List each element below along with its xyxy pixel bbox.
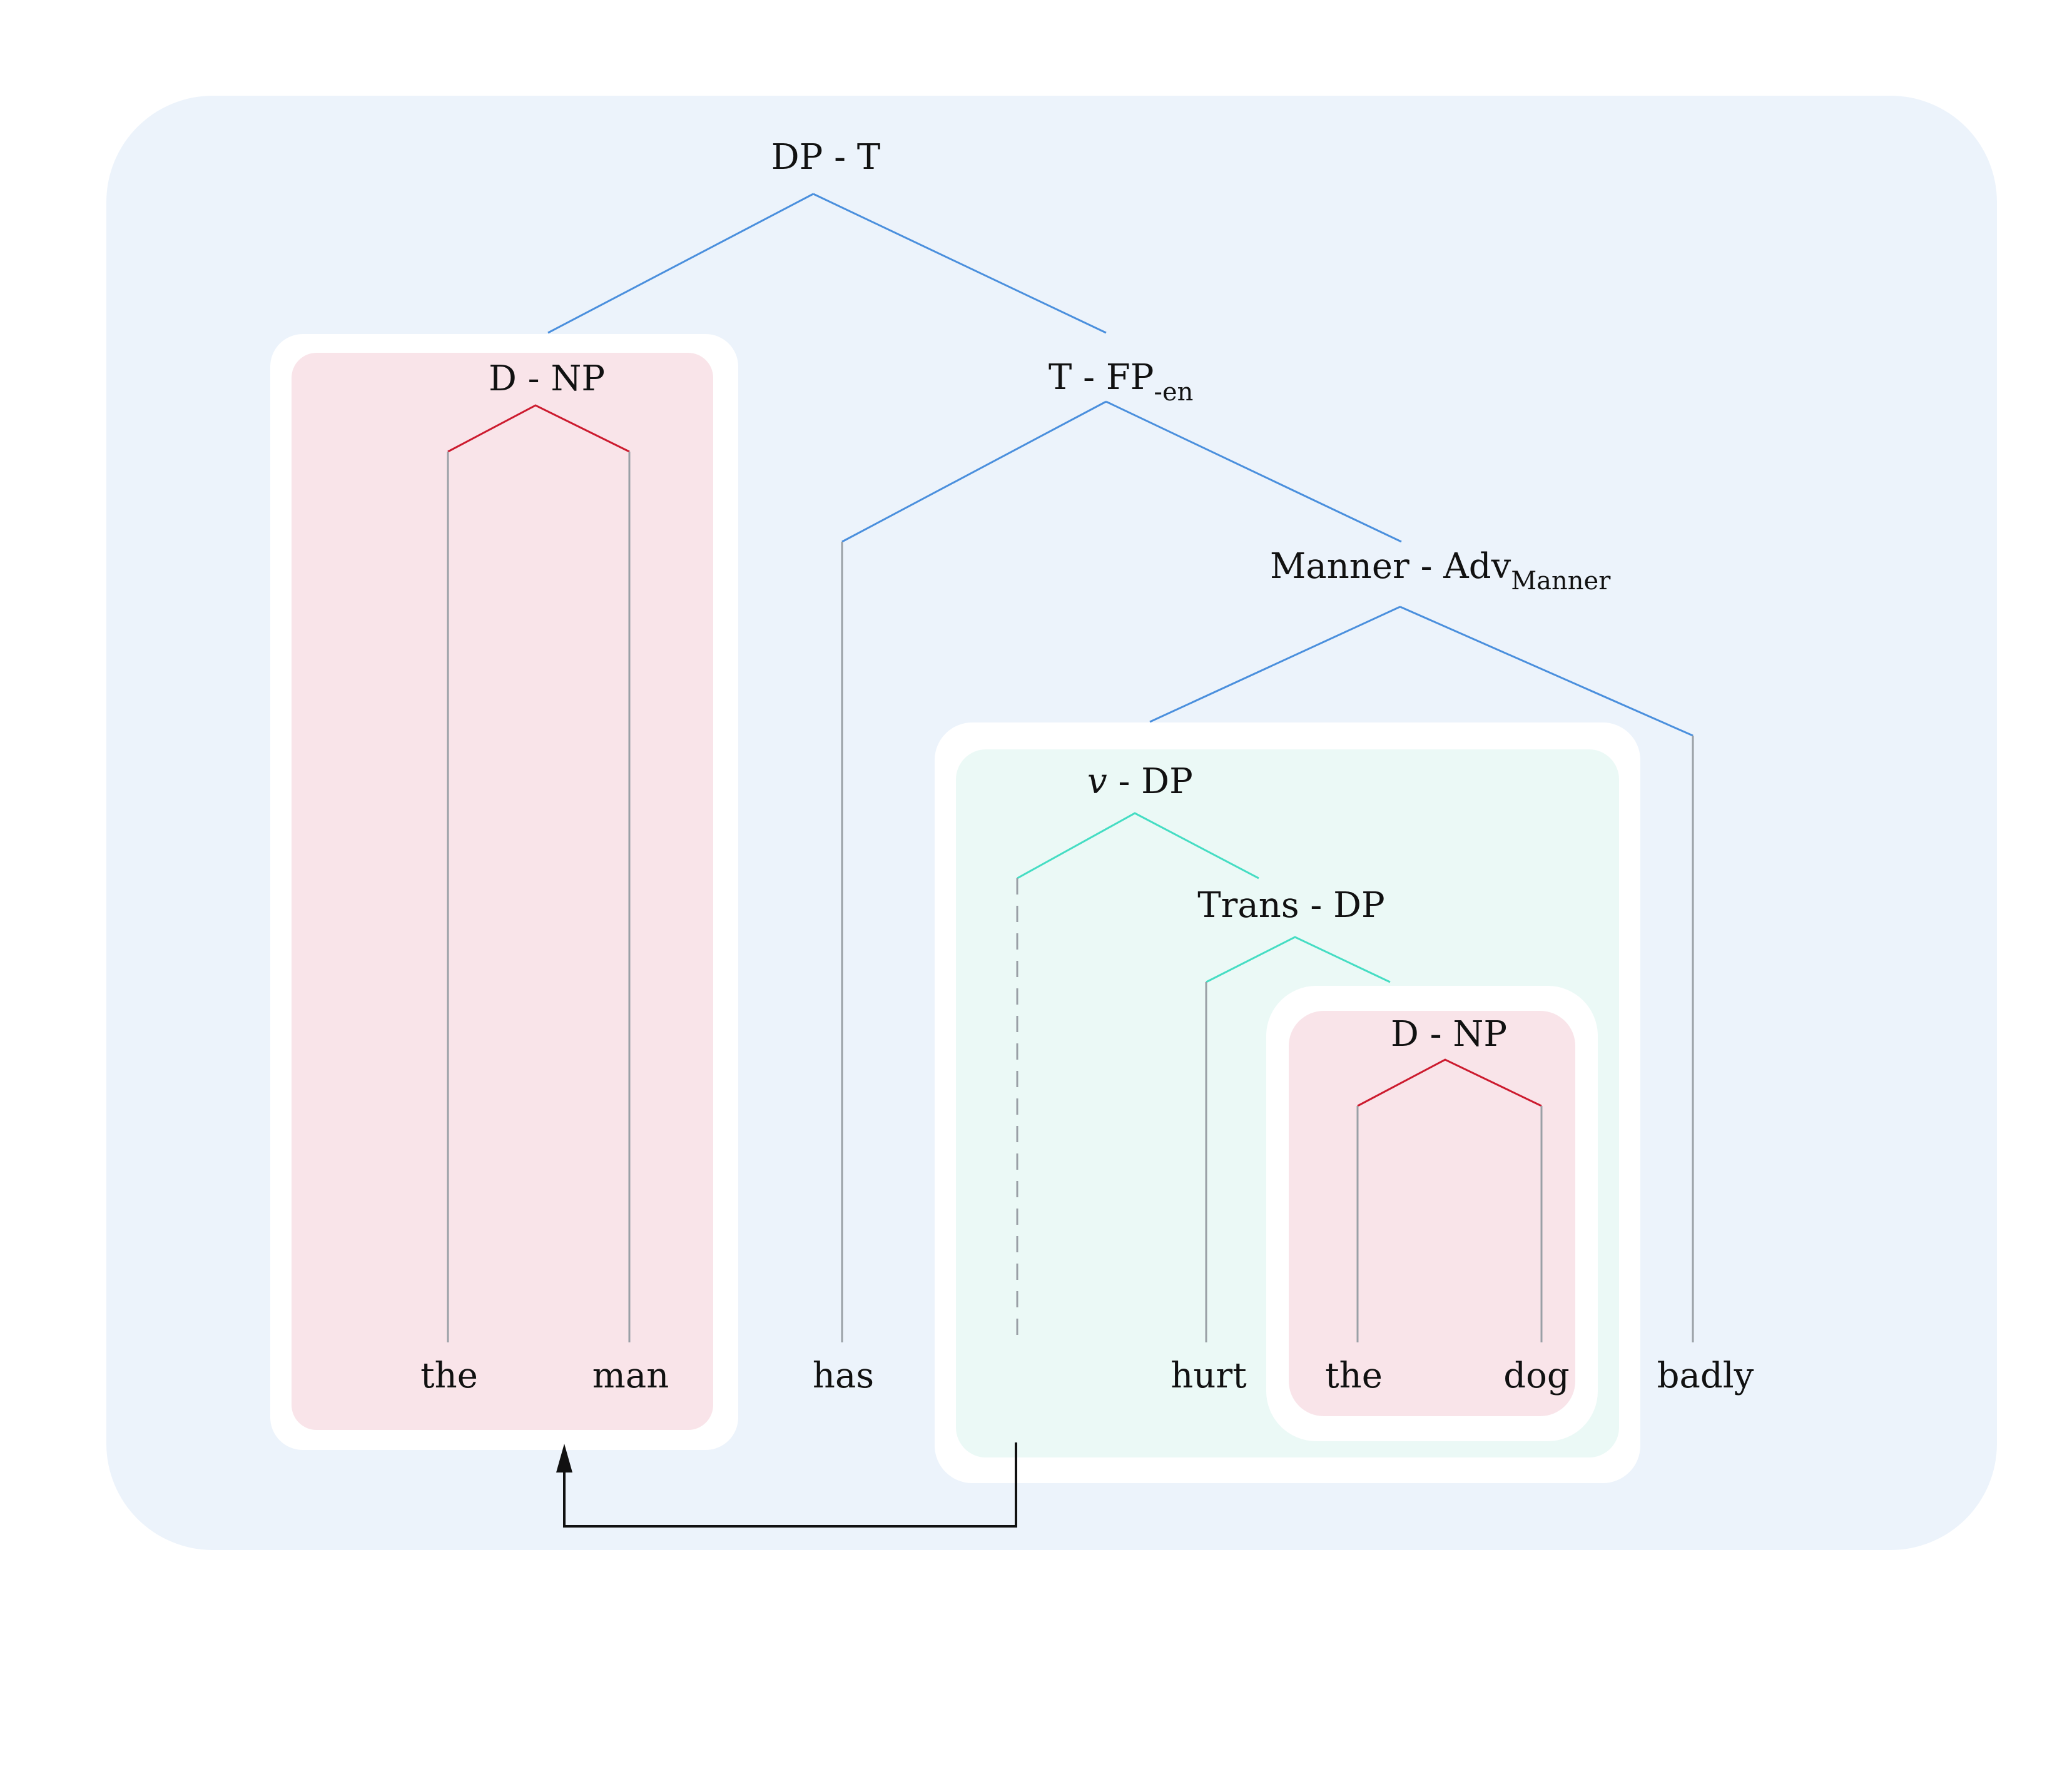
tfp-label-sub: -en <box>1154 378 1193 407</box>
word-dog: dog <box>1503 1356 1569 1396</box>
word-the-2: the <box>1325 1356 1383 1396</box>
movement-arrow <box>556 1442 1017 1528</box>
vdp-label: v - DP <box>1087 761 1193 802</box>
trans-label: Trans - DP <box>1197 885 1384 926</box>
word-man: man <box>592 1356 669 1396</box>
word-badly: badly <box>1657 1356 1754 1396</box>
word-the-1: the <box>420 1356 478 1396</box>
manner-label-sub: Manner <box>1511 567 1611 596</box>
manner-to-vdp-branch <box>1149 606 1401 723</box>
inner-dnp-box <box>1289 1011 1575 1416</box>
trans-branch <box>1206 936 1391 983</box>
root-label: DP - T <box>771 137 880 178</box>
root-to-dnp-branch <box>547 193 814 334</box>
manner-label: Manner - AdvManner <box>1270 546 1611 596</box>
tfp-label: T - FP-en <box>1049 357 1193 407</box>
dnp-label: D - NP <box>489 358 605 399</box>
vdp-branch <box>1017 812 1259 879</box>
tfp-to-has-branch <box>841 400 1107 543</box>
dnp-box <box>292 353 713 1430</box>
manner-to-badly-branch <box>1399 606 1694 737</box>
word-has: has <box>813 1356 874 1396</box>
root-to-tfp-branch <box>813 193 1107 334</box>
vdp-label-rest: - DP <box>1107 761 1193 802</box>
inner-dnp-label: D - NP <box>1391 1014 1507 1055</box>
dnp-branch <box>447 404 630 453</box>
inner-dnp-branch <box>1357 1058 1542 1107</box>
manner-label-main: Manner - Adv <box>1270 546 1511 587</box>
vdp-label-v: v <box>1087 761 1107 802</box>
tfp-to-manner-branch <box>1105 400 1402 543</box>
arrowhead-icon <box>556 1444 572 1472</box>
word-hurt: hurt <box>1171 1356 1247 1396</box>
tfp-label-main: T - FP <box>1049 357 1154 398</box>
